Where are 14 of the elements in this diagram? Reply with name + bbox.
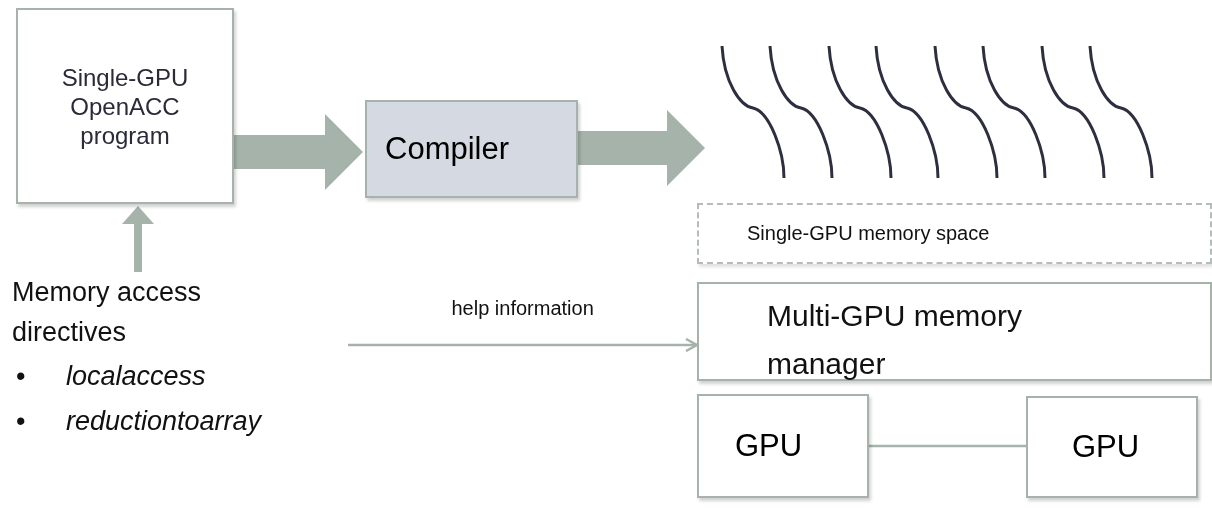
arrow [348,337,699,353]
memory-space-box: Single-GPU memory space [697,203,1212,264]
bullet-mark: • [15,405,27,438]
gpu-box: GPU [1026,396,1198,498]
program-box: Single-GPU OpenACC program [16,8,234,204]
directive-name: reductiontoarray [66,405,262,438]
block-arrow [578,110,705,186]
compiler-box: Compiler [365,100,578,198]
memory-manager-box: Multi-GPU memory manager [697,282,1212,381]
connector-line [869,444,1026,448]
bullet-mark: • [15,360,27,393]
block-arrow [234,114,363,190]
gpu-box: GPU [697,394,869,498]
directive-name: localaccess [66,360,206,393]
